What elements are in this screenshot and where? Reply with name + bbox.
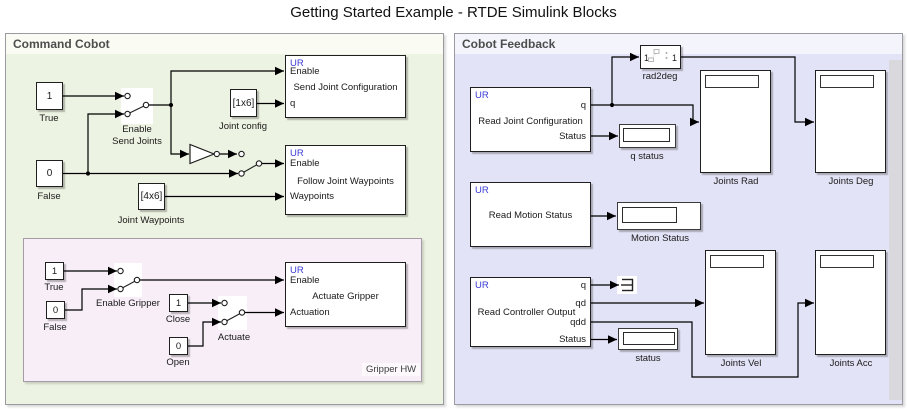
port-label-q: q [580, 280, 586, 291]
joints-vel-scope-block[interactable] [705, 250, 776, 355]
follow-joint-waypoints-block[interactable]: UR Enable Follow Joint Waypoints Waypoin… [285, 145, 406, 215]
port-label-q: q [290, 98, 296, 109]
switch-actuate-label: Actuate [217, 332, 251, 343]
constant-joint-config-label: Joint config [218, 121, 268, 132]
block-title: Actuate Gripper [312, 291, 379, 302]
status-display-label: status [635, 353, 661, 364]
port-label-q: q [580, 100, 586, 111]
model-title: Getting Started Example - RTDE Simulink … [290, 4, 617, 21]
constant-gripper-true-label: True [44, 282, 64, 293]
constant-value: [1x6] [232, 97, 255, 109]
manual-switch-actuate[interactable] [218, 296, 247, 330]
joints-acc-scope-block[interactable] [815, 250, 886, 355]
read-controller-output-block[interactable]: UR q qd Read Controller Output qdd Statu… [470, 277, 591, 347]
display-value-area [623, 128, 670, 142]
scope-preview-area [710, 255, 764, 268]
constant-gripper-false-label: False [43, 322, 67, 333]
joints-deg-scope-block[interactable] [815, 70, 886, 173]
switch-label-line2: Send Joints [112, 136, 162, 147]
block-title: Send Joint Configuration [293, 82, 398, 93]
block-title: Read Controller Output [477, 307, 576, 318]
port-label-enable: Enable [290, 158, 320, 169]
read-joint-configuration-block[interactable]: UR q Read Joint Configuration Status [470, 87, 591, 152]
motion-status-display-block[interactable] [617, 202, 701, 230]
manual-switch-enable-send-joints[interactable] [121, 88, 153, 124]
subsystem-in-port: 1 [644, 53, 650, 63]
joints-vel-label: Joints Vel [720, 358, 762, 369]
constant-close-block[interactable]: 1 [169, 294, 188, 312]
constant-gripper-true-block[interactable]: 1 [45, 262, 64, 280]
block-title: Follow Joint Waypoints [297, 176, 394, 187]
joints-rad-scope-block[interactable] [700, 70, 771, 173]
manual-switch-enable-gripper[interactable] [114, 263, 142, 297]
joints-deg-label: Joints Deg [828, 176, 874, 187]
constant-value: 0 [175, 340, 182, 352]
actuate-gripper-block[interactable]: UR Enable Actuate Gripper Actuation [285, 262, 406, 327]
rad2deg-label: rad2deg [642, 71, 678, 82]
port-label-enable: Enable [290, 275, 320, 286]
rad2deg-subsystem-block[interactable]: 1 1 [640, 45, 681, 69]
area-cobot-feedback-title: Cobot Feedback [455, 34, 902, 54]
switch-enable-gripper-label: Enable Gripper [96, 298, 160, 309]
ur-logo: UR [475, 280, 489, 291]
constant-gripper-false-block[interactable]: 0 [46, 301, 65, 319]
constant-value: 1 [46, 90, 53, 102]
q-status-display-block[interactable] [619, 124, 676, 148]
port-label-status: Status [559, 334, 586, 345]
send-joint-configuration-block[interactable]: UR Enable Send Joint Configuration q [285, 55, 406, 118]
port-label-qdd: qdd [570, 317, 586, 328]
subsystem-out-port: 1 [671, 53, 677, 63]
constant-open-block[interactable]: 0 [169, 337, 188, 355]
constant-value: 0 [52, 304, 59, 316]
constant-open-label: Open [166, 357, 190, 368]
port-label-status: Status [559, 131, 586, 142]
area-gripper-hw-title: Gripper HW [362, 363, 421, 376]
read-motion-status-block[interactable]: UR Read Motion Status [470, 182, 591, 247]
constant-value: 1 [175, 297, 182, 309]
port-label-qd: qd [575, 298, 586, 309]
joints-rad-label: Joints Rad [713, 176, 759, 187]
ur-logo: UR [290, 265, 304, 276]
ur-logo: UR [475, 90, 489, 101]
constant-false-block[interactable]: 0 [36, 160, 63, 187]
display-value-area [623, 332, 675, 345]
scope-preview-area [705, 75, 759, 88]
status-display-block[interactable] [618, 328, 678, 350]
canvas-edge-strip [889, 60, 902, 400]
block-title: Read Motion Status [488, 210, 573, 221]
display-value-area [622, 207, 677, 223]
constant-value: [4x6] [140, 191, 163, 202]
terminator-block[interactable] [617, 276, 637, 294]
scope-preview-area [820, 255, 874, 268]
port-label-waypoints: Waypoints [290, 191, 334, 202]
constant-close-label: Close [165, 314, 191, 325]
constant-value: 0 [46, 168, 53, 179]
constant-joint-config-block[interactable]: [1x6] [230, 89, 257, 117]
ur-logo: UR [475, 185, 489, 196]
area-command-cobot-title: Command Cobot [6, 34, 443, 54]
constant-value: 1 [51, 265, 58, 277]
scope-preview-area [820, 75, 874, 88]
motion-status-display-label: Motion Status [630, 233, 690, 244]
constant-true-block[interactable]: 1 [36, 82, 63, 110]
q-status-display-label: q status [630, 151, 664, 162]
joints-acc-label: Joints Acc [829, 358, 873, 369]
ur-logo: UR [290, 58, 304, 69]
ur-logo: UR [290, 148, 304, 159]
constant-joint-waypoints-block[interactable]: [4x6] [138, 183, 165, 210]
constant-false-label: False [37, 191, 61, 202]
constant-joint-waypoints-label: Joint Waypoints [117, 215, 185, 226]
port-label-actuation: Actuation [290, 307, 330, 318]
port-label-enable: Enable [290, 66, 320, 77]
constant-true-label: True [39, 113, 59, 124]
switch-label-line1: Enable [122, 124, 152, 135]
block-title: Read Joint Configuration [478, 116, 583, 127]
